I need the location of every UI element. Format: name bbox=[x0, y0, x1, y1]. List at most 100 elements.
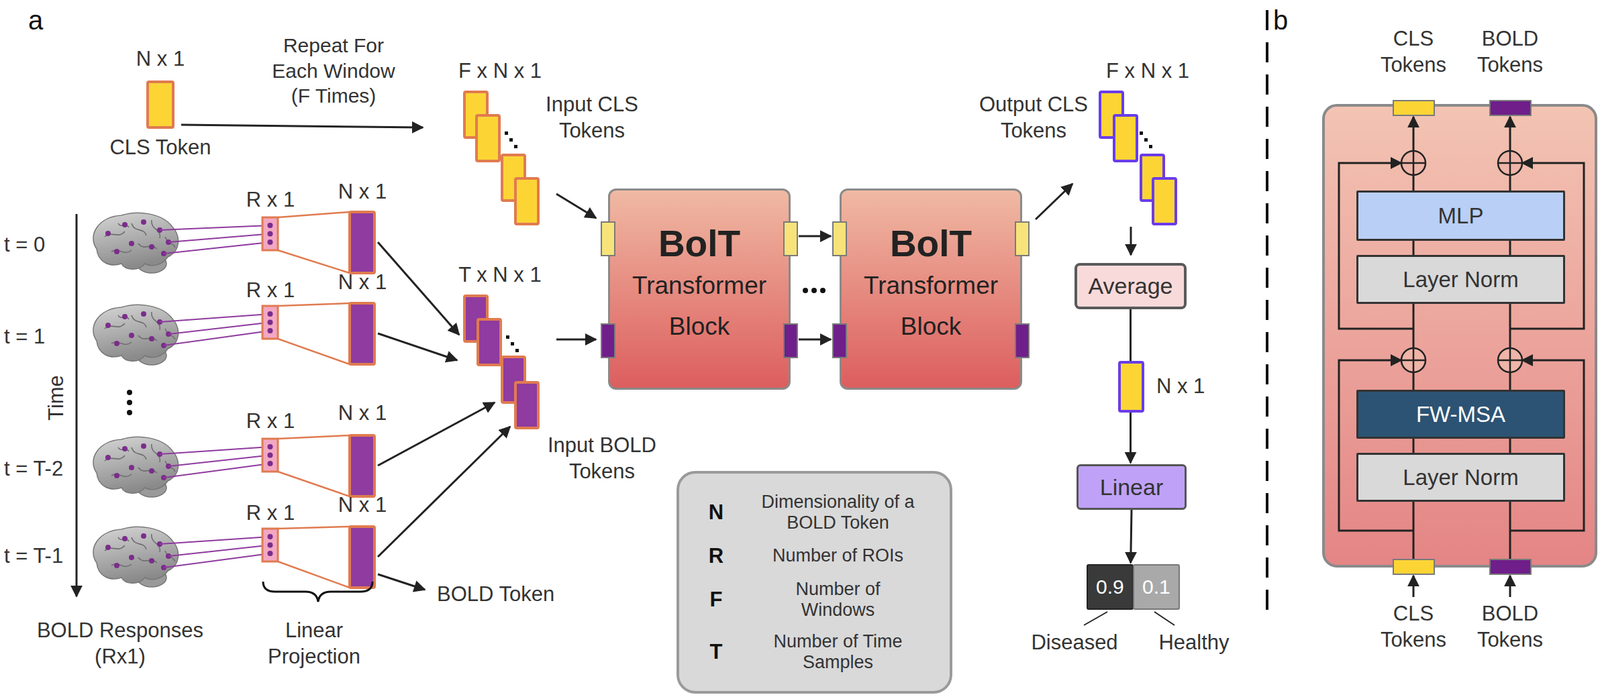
input-cls-token bbox=[476, 115, 500, 162]
ellipsis-dot bbox=[504, 131, 509, 135]
node-text: Linear bbox=[1100, 474, 1164, 501]
roi-token bbox=[262, 306, 278, 339]
add-symbol bbox=[1412, 151, 1415, 176]
transformer-block: BolTTransformer Block bbox=[839, 188, 1023, 390]
label: R x 1 bbox=[246, 277, 295, 305]
add-symbol bbox=[1401, 348, 1426, 373]
projection-line bbox=[277, 435, 350, 439]
roi-line bbox=[163, 242, 271, 254]
add-symbol bbox=[1412, 348, 1415, 373]
roi-line bbox=[163, 463, 271, 478]
block-ellipsis bbox=[820, 287, 826, 294]
brain bbox=[93, 436, 179, 498]
label: N x 1 bbox=[338, 269, 387, 296]
attention-box: FW-MSA bbox=[1356, 389, 1566, 439]
roi-dot bbox=[267, 311, 274, 317]
port bbox=[1014, 221, 1030, 257]
legend-description: Number of ROIs bbox=[757, 545, 919, 567]
cls-token bbox=[147, 81, 174, 128]
label: R x 1 bbox=[246, 500, 295, 527]
output-stream-arrow bbox=[1509, 116, 1512, 152]
bold-token bbox=[349, 526, 375, 588]
connector bbox=[1412, 304, 1415, 390]
label: Output CLS Tokens bbox=[966, 91, 1101, 145]
label: T x N x 1 bbox=[458, 262, 541, 289]
panel-divider bbox=[1265, 10, 1269, 613]
block-subtitle: Transformer Block bbox=[853, 265, 1009, 347]
roi-line bbox=[163, 553, 271, 568]
brain bbox=[93, 304, 179, 366]
time-axis bbox=[75, 214, 78, 597]
block-title: BolT bbox=[889, 222, 972, 266]
legend-symbol: T bbox=[692, 640, 740, 665]
output-arrow bbox=[1035, 183, 1073, 220]
token-arrow bbox=[377, 333, 458, 361]
roi-dot bbox=[267, 542, 274, 549]
mlp-box: MLP bbox=[1356, 190, 1566, 241]
connector bbox=[1509, 438, 1512, 454]
add-symbol bbox=[1497, 151, 1523, 176]
ellipsis-dot bbox=[510, 342, 515, 346]
port bbox=[783, 323, 798, 359]
leader-line bbox=[1154, 612, 1175, 626]
roi-line bbox=[159, 446, 271, 455]
connector bbox=[1509, 304, 1512, 390]
node-text: Layer Norm bbox=[1402, 465, 1519, 491]
label: Healthy bbox=[1158, 630, 1229, 657]
roi-token bbox=[262, 438, 278, 472]
output-cls-token bbox=[1114, 115, 1137, 162]
projection-line bbox=[277, 303, 350, 307]
node-text: Average bbox=[1087, 273, 1173, 300]
roi-dot bbox=[267, 239, 274, 245]
roi-dot bbox=[267, 461, 274, 467]
roi-token bbox=[262, 528, 278, 562]
label: Input BOLD Tokens bbox=[534, 432, 670, 486]
roi-dot bbox=[267, 444, 274, 450]
label: Repeat For Each Window (F Times) bbox=[266, 32, 401, 109]
port bbox=[832, 221, 847, 257]
label: BOLD Responses (Rx1) bbox=[29, 618, 211, 671]
ellipsis-dot bbox=[1144, 138, 1148, 142]
block-title: BolT bbox=[658, 222, 741, 266]
label: Input CLS Tokens bbox=[528, 91, 656, 145]
linear-box: Linear bbox=[1076, 464, 1187, 511]
label: N x 1 bbox=[338, 492, 387, 519]
residual-line bbox=[1510, 360, 1584, 531]
port bbox=[1489, 559, 1531, 575]
block-ellipsis bbox=[811, 287, 817, 294]
stream-line bbox=[1412, 502, 1415, 560]
vertical-dot bbox=[126, 410, 133, 416]
input-bold-token bbox=[477, 319, 501, 366]
ellipsis-dot bbox=[515, 348, 519, 353]
label: Diseased bbox=[1030, 630, 1118, 657]
roi-line bbox=[168, 455, 271, 468]
roi-dot bbox=[267, 328, 274, 334]
roi-line bbox=[163, 330, 271, 346]
roi-dot bbox=[267, 534, 274, 540]
layernorm-box: Layer Norm bbox=[1356, 453, 1566, 503]
connector bbox=[798, 338, 831, 341]
port bbox=[600, 221, 616, 257]
leader-line bbox=[1083, 612, 1108, 626]
label: N x 1 bbox=[338, 400, 387, 427]
ellipsis-dot bbox=[506, 335, 510, 339]
port bbox=[1393, 100, 1435, 116]
input-cls-token bbox=[515, 178, 539, 225]
add-symbol bbox=[1509, 151, 1512, 176]
roi-dot bbox=[267, 453, 274, 459]
connector bbox=[798, 235, 831, 238]
bold-token bbox=[349, 212, 375, 274]
label: N x 1 bbox=[338, 179, 387, 206]
roi-line bbox=[159, 314, 271, 323]
bold-token bbox=[349, 303, 375, 365]
node-text: MLP bbox=[1438, 203, 1484, 229]
label: BOLD Tokens bbox=[1469, 26, 1551, 79]
connector bbox=[1130, 510, 1132, 564]
label: BOLD Token bbox=[436, 581, 555, 609]
legend-box: NDimensionality of a BOLD TokenRNumber o… bbox=[676, 471, 953, 694]
label: t = 0 bbox=[4, 232, 45, 259]
brain bbox=[93, 526, 179, 588]
vertical-dot bbox=[126, 389, 133, 396]
node-text: 0.9 bbox=[1095, 575, 1125, 599]
port bbox=[1489, 100, 1531, 116]
